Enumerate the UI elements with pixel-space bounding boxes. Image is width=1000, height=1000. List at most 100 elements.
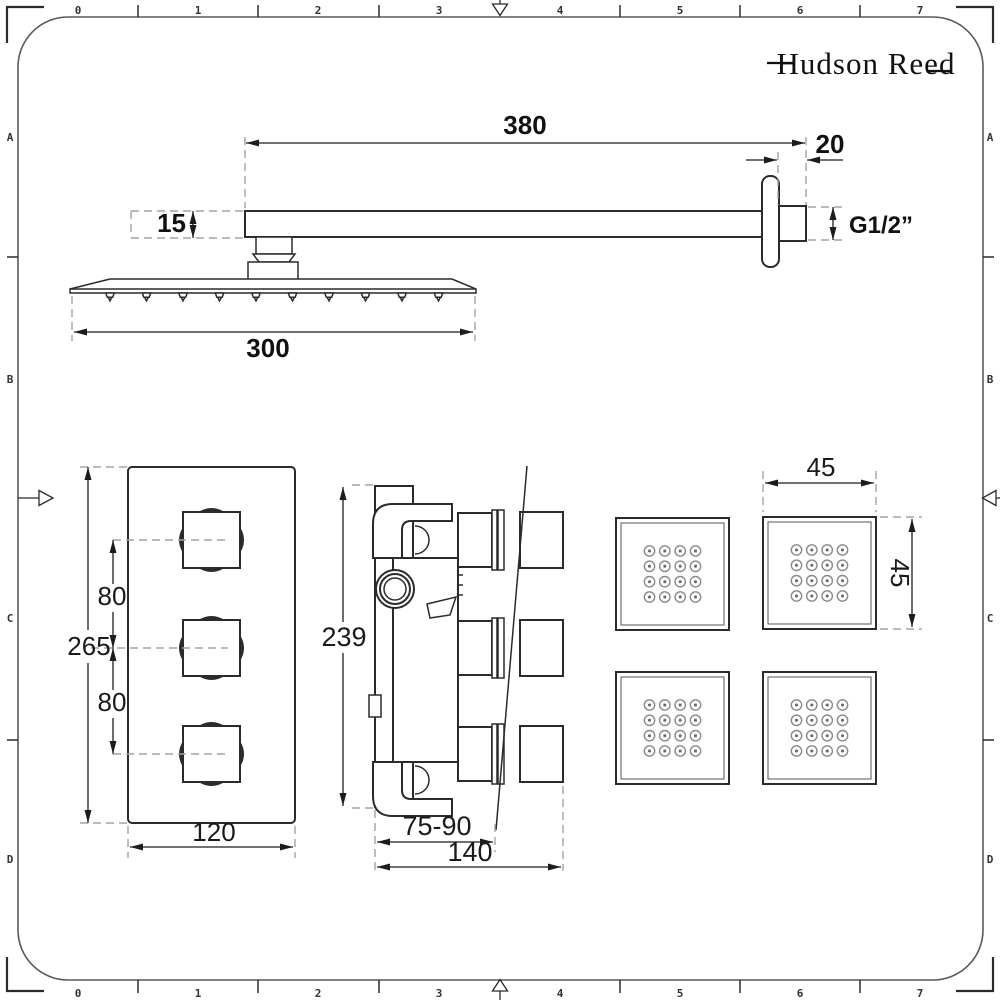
- ruler-label: 3: [436, 987, 443, 1000]
- ruler-label: B: [987, 373, 994, 386]
- dim-jet-width: 45: [807, 452, 836, 482]
- ruler-right: A B C D: [987, 131, 994, 866]
- ruler-label: 0: [75, 4, 82, 17]
- head-nozzle: [177, 292, 189, 303]
- ruler-label: C: [987, 612, 994, 625]
- cartridge-collar: [491, 509, 498, 571]
- ruler-top: 0 1 2 3 4 5 6 7: [75, 4, 924, 17]
- head-nozzle: [104, 292, 116, 303]
- valve-top-elbow-arc: [414, 525, 430, 555]
- brand-logo: Hudson Reed: [767, 46, 956, 81]
- head-nozzle: [141, 292, 152, 303]
- valve-cartridges: [457, 509, 564, 785]
- corner-bracket-top-right: [956, 5, 995, 43]
- valve-body-notch: [426, 595, 458, 619]
- dim-arm-length: 380: [503, 110, 546, 140]
- corner-bracket-bottom-right: [956, 957, 995, 993]
- cartridge-block: [457, 726, 493, 782]
- head-nozzle: [323, 292, 335, 303]
- cartridge-collar: [497, 509, 505, 571]
- dim-valve-height: 239: [321, 622, 366, 652]
- body-jet-inner-border: [620, 676, 725, 780]
- corner-bracket-bottom-left: [5, 957, 44, 993]
- dim-arm-thickness: 15: [157, 208, 186, 238]
- jet-nozzle-grid: [790, 544, 849, 602]
- body-jet-inner-border: [767, 676, 872, 780]
- shower-arm-head-view: 380 20 15 G1/2” 300: [69, 110, 913, 363]
- valve-inlet-port-inner: [383, 577, 407, 601]
- cartridge-collar: [497, 723, 505, 785]
- valve-trim-front-view: 265 80 80 120: [67, 466, 296, 858]
- head-connector-taper: [251, 253, 297, 263]
- brand-logo-text: Hudson Reed: [777, 46, 956, 81]
- valve-top-elbow: [372, 503, 453, 559]
- shower-head-plate: [69, 278, 477, 294]
- thread-stub: [778, 205, 807, 242]
- dimension-arrowheads: [74, 139, 916, 871]
- ruler-label: 7: [917, 987, 924, 1000]
- head-nozzle: [287, 292, 298, 303]
- trim-handles: [179, 508, 244, 786]
- jet-nozzle-grid: [643, 545, 702, 603]
- corner-bracket-top-left: [5, 5, 44, 43]
- cartridge-block: [457, 620, 493, 676]
- ruler-label: 4: [557, 4, 564, 17]
- head-connector-neck: [255, 236, 293, 255]
- ruler-label: 2: [315, 987, 322, 1000]
- ruler-label: 3: [436, 4, 443, 17]
- ruler-label: 7: [917, 4, 924, 17]
- valve-bottom-elbow: [372, 761, 453, 817]
- dim-trim-height: 265: [67, 631, 110, 661]
- centering-mark-bottom: [491, 978, 509, 1000]
- head-nozzle: [396, 292, 408, 303]
- dim-jet-height: 45: [885, 559, 915, 588]
- wall-plane-line: [495, 465, 528, 831]
- ruler-label: 5: [677, 4, 684, 17]
- head-nozzle: [433, 292, 444, 303]
- body-jet-inner-border: [620, 522, 725, 626]
- dim-handle-spacing-top: 80: [98, 581, 127, 611]
- drawing-frame: 0 1 2 3 4 5 6 7 0 1 2 3 4 5 6 7 A B C D: [5, 0, 1000, 1000]
- head-connector-block: [247, 261, 299, 282]
- handle-cylinder: [519, 619, 564, 677]
- centering-mark-top: [491, 0, 509, 17]
- ruler-bottom: 0 1 2 3 4 5 6 7: [75, 987, 924, 1000]
- jet-squares: [615, 516, 877, 785]
- valve-side-tab: [368, 694, 382, 718]
- trim-handle: [182, 619, 241, 677]
- body-jet-inner-border: [767, 521, 872, 625]
- jet-nozzle-grid: [643, 699, 702, 757]
- ruler-label: D: [7, 853, 14, 866]
- cartridge-collar: [491, 617, 498, 679]
- dim-wall-stub: 20: [816, 129, 845, 159]
- ruler-label: 0: [75, 987, 82, 1000]
- valve-body-side-view: 239 75-90 140: [321, 465, 564, 871]
- wall-flange: [761, 175, 780, 268]
- ruler-label: 1: [195, 987, 202, 1000]
- dim-handle-spacing-bottom: 80: [98, 687, 127, 717]
- valve-bottom-elbow-arc: [414, 765, 430, 795]
- handle-cylinder: [519, 511, 564, 569]
- body-jet: [762, 516, 877, 630]
- body-jet: [762, 671, 877, 785]
- handle-cylinder: [519, 725, 564, 783]
- ruler-ticks: [7, 5, 994, 993]
- body-jets: 45 45: [615, 452, 922, 785]
- head-nozzle: [360, 292, 371, 303]
- ruler-label: 5: [677, 987, 684, 1000]
- dim-recess-depth: 75-90: [402, 811, 471, 841]
- ruler-label: B: [7, 373, 14, 386]
- cartridge-collar: [491, 723, 498, 785]
- shower-arm: [244, 210, 766, 238]
- dim-head-width: 300: [246, 333, 289, 363]
- ruler-label: 6: [797, 4, 804, 17]
- ruler-label: C: [7, 612, 14, 625]
- ruler-label: A: [987, 131, 994, 144]
- head-nozzle: [250, 292, 262, 303]
- cartridge-block: [457, 512, 493, 568]
- dim-thread-size: G1/2”: [849, 212, 913, 239]
- head-nozzle: [214, 292, 225, 303]
- body-jet: [615, 671, 730, 785]
